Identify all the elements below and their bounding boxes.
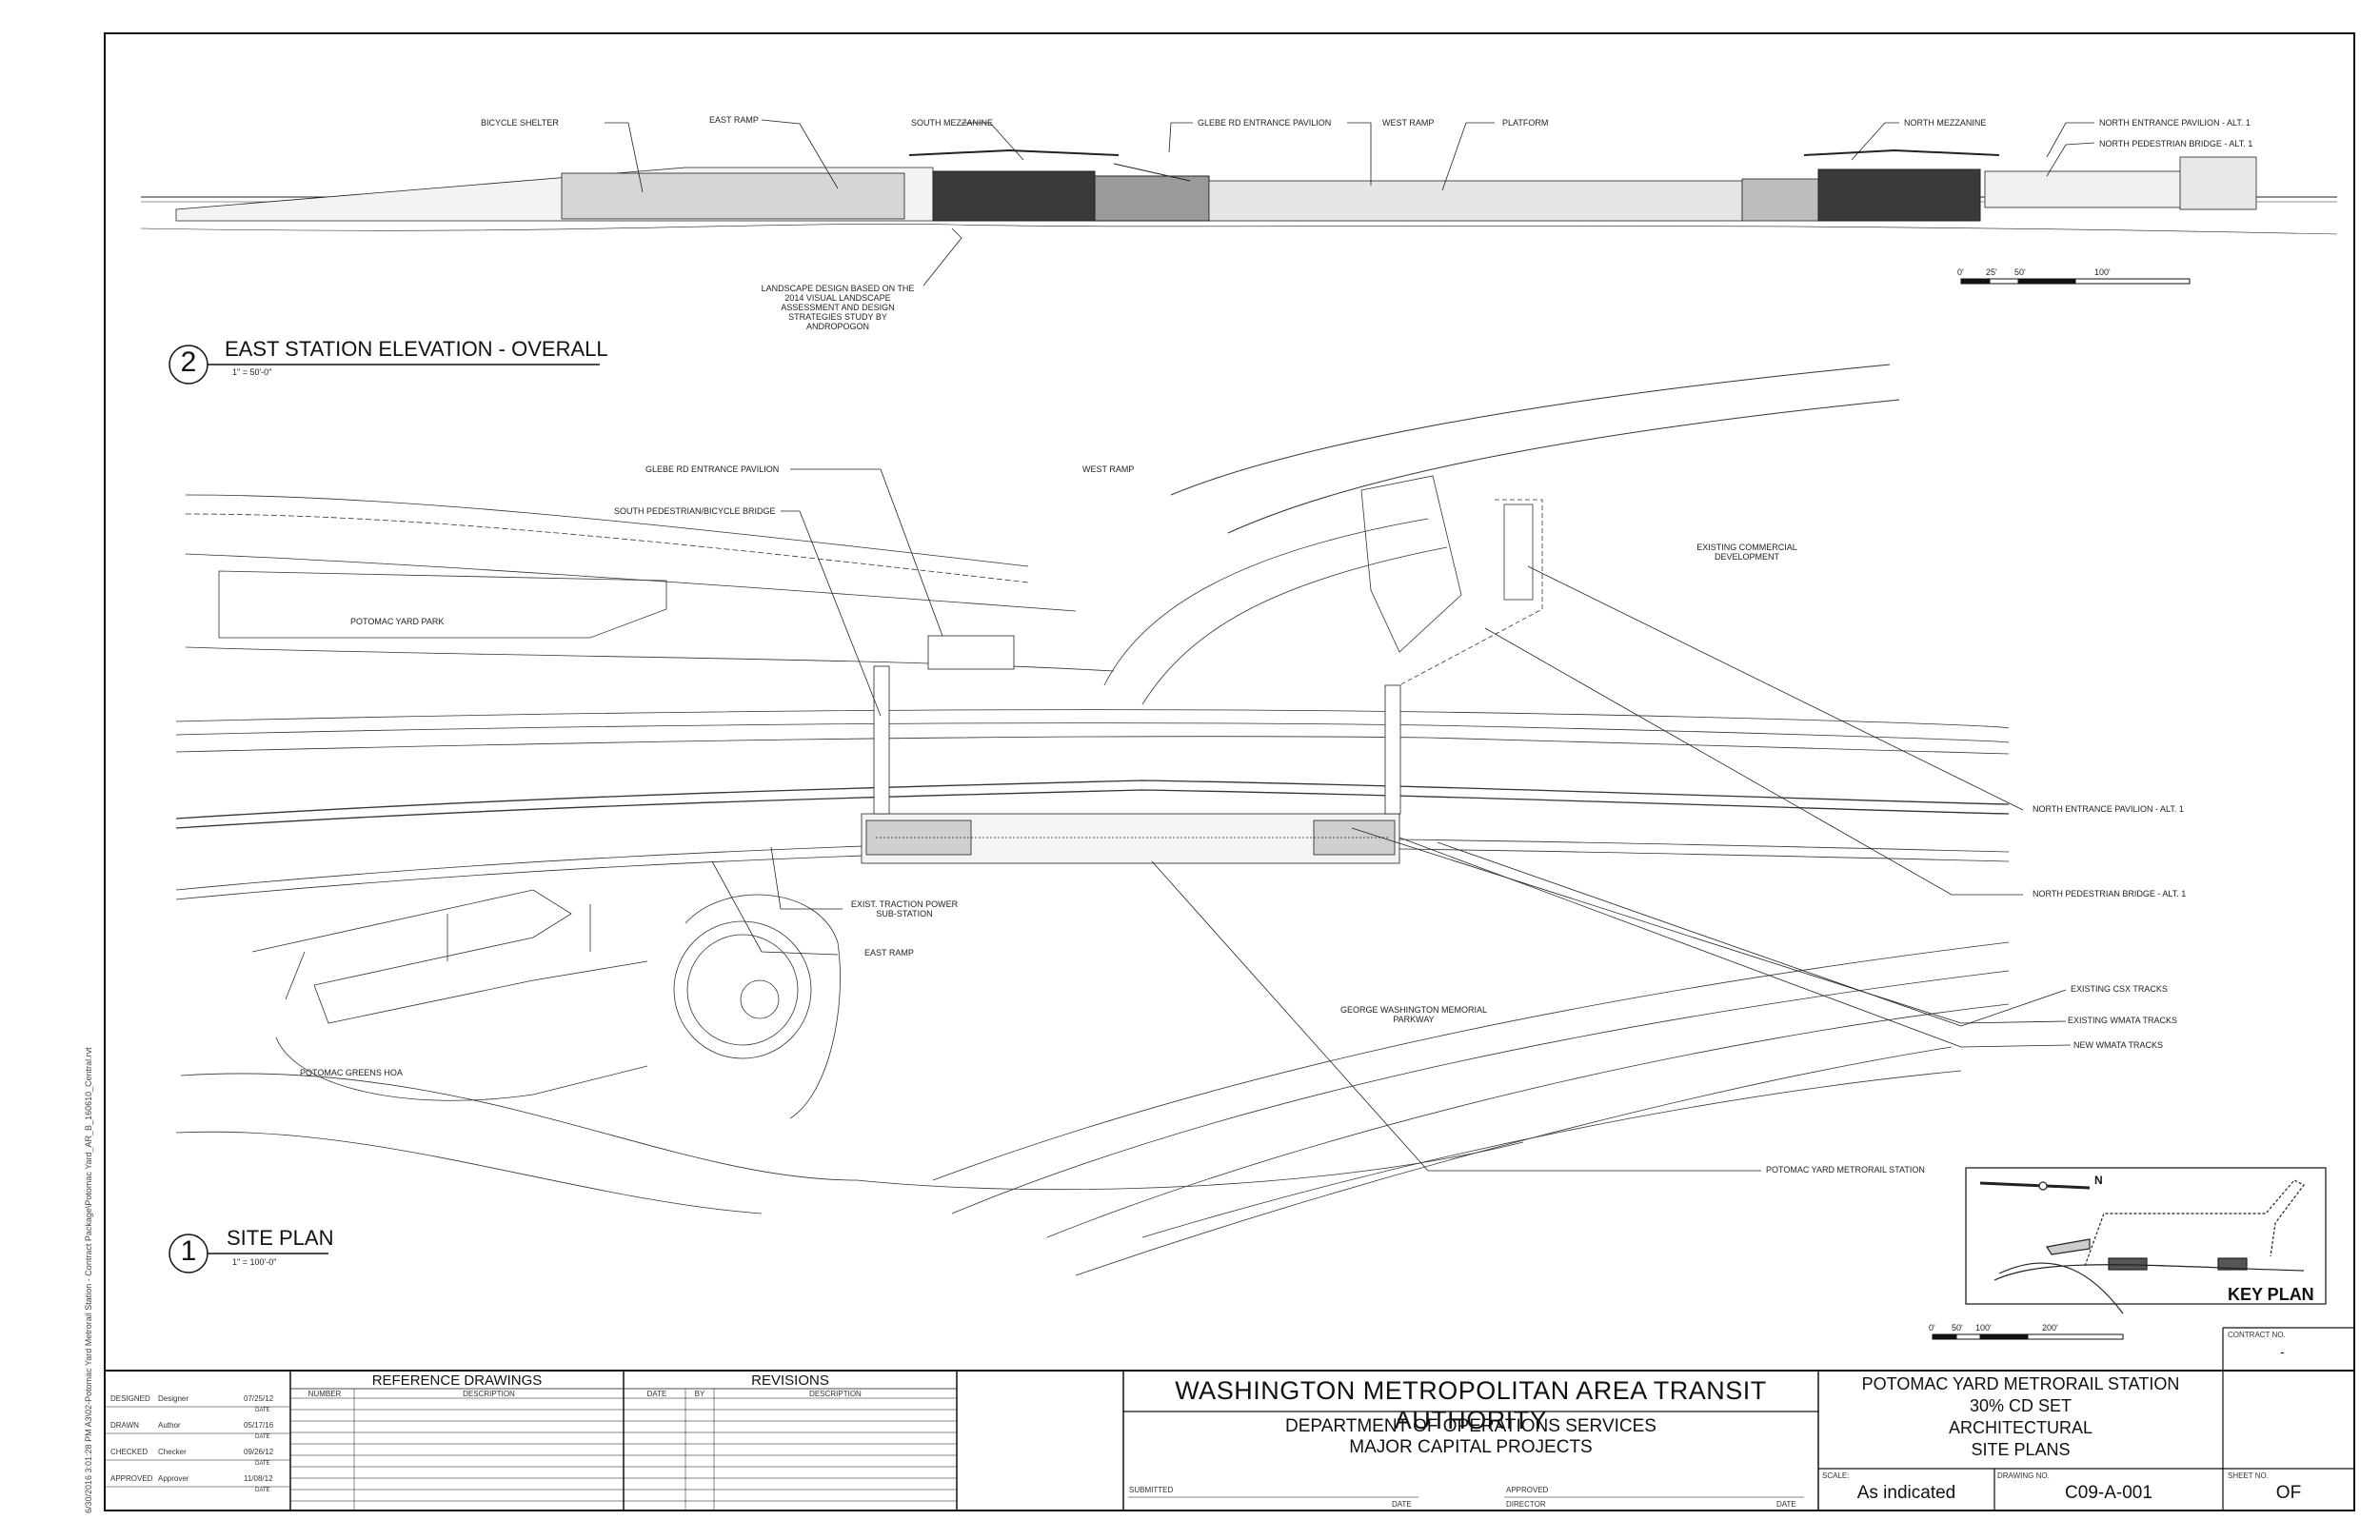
role-drawn-name: Author xyxy=(158,1421,181,1430)
rev-col-by: BY xyxy=(694,1390,705,1398)
submitted-label: SUBMITTED xyxy=(1129,1486,1174,1494)
authority-name: WASHINGTON METROPOLITAN AREA TRANSIT AUT… xyxy=(1175,1376,1767,1434)
scale-value: As indicated xyxy=(1856,1483,1956,1503)
label-wmata-existing: EXISTING WMATA TRACKS xyxy=(2068,1016,2178,1025)
role-designed: DESIGNED xyxy=(110,1394,150,1403)
label-station: POTOMAC YARD METRORAIL STATION xyxy=(1766,1165,1925,1175)
keyplan-drawing xyxy=(1979,1179,2305,1314)
rev-col-description: DESCRIPTION xyxy=(809,1390,862,1398)
plan-scale-50: 50' xyxy=(1952,1323,1963,1333)
role-checked: CHECKED xyxy=(110,1448,149,1456)
elev-scale-25: 25' xyxy=(1986,267,1997,277)
contract-label: CONTRACT NO. xyxy=(2228,1331,2286,1339)
elevation-scale: 1" = 50'-0" xyxy=(232,367,272,377)
role-designed-name: Designer xyxy=(158,1394,189,1403)
project-info: POTOMAC YARD METRORAIL STATION 30% CD SE… xyxy=(1818,1373,2223,1461)
ref-col-number: NUMBER xyxy=(307,1390,342,1398)
label-west-ramp-elev: WEST RAMP xyxy=(1382,118,1435,128)
label-north-bridge-elev: NORTH PEDESTRIAN BRIDGE - ALT. 1 xyxy=(2099,139,2253,148)
keyplan-north: N xyxy=(2094,1174,2103,1187)
sheet-border xyxy=(104,32,2355,1511)
director-label: DIRECTOR xyxy=(1506,1500,1546,1509)
label-csx: EXISTING CSX TRACKS xyxy=(2071,984,2168,994)
scale-label: SCALE: xyxy=(1822,1471,1850,1480)
sheet-no-label: SHEET NO. xyxy=(2228,1471,2269,1480)
approved-label: APPROVED xyxy=(1506,1486,1549,1494)
label-platform: PLATFORM xyxy=(1502,118,1549,128)
drawing-no-value: C09-A-001 xyxy=(2065,1483,2152,1503)
ref-col-description: DESCRIPTION xyxy=(463,1390,515,1398)
siteplan-scalebar xyxy=(1932,1333,2124,1340)
keyplan-frame xyxy=(1965,1167,2327,1305)
role-approved-date: 11/08/12 xyxy=(244,1474,273,1483)
role-approved-name: Approver xyxy=(158,1474,189,1483)
titleblock-grid xyxy=(105,1327,2354,1510)
label-south-bridge: SOUTH PEDESTRIAN/BICYCLE BRIDGE xyxy=(614,506,776,516)
elevation-drawing xyxy=(140,148,2338,235)
role-approved-date-label: DATE xyxy=(255,1488,270,1493)
label-traction: EXIST. TRACTION POWER SUB-STATION xyxy=(850,899,959,918)
label-east-ramp-plan: EAST RAMP xyxy=(864,948,914,958)
siteplan-title: SITE PLAN xyxy=(227,1226,334,1250)
label-north-pavilion-plan: NORTH ENTRANCE PAVILION - ALT. 1 xyxy=(2033,804,2184,814)
label-east-ramp-elev: EAST RAMP xyxy=(709,115,759,125)
plan-scale-0: 0' xyxy=(1929,1323,1935,1333)
contract-value: - xyxy=(2280,1344,2285,1359)
label-parkway: GEORGE WASHINGTON MEMORIAL PARKWAY xyxy=(1339,1005,1487,1024)
role-checked-name: Checker xyxy=(158,1448,187,1456)
role-designed-date-label: DATE xyxy=(255,1408,270,1413)
label-glebe-pavilion-plan: GLEBE RD ENTRANCE PAVILION xyxy=(645,464,780,474)
role-drawn-date-label: DATE xyxy=(255,1434,270,1440)
siteplan-number: 1 xyxy=(180,1235,197,1267)
label-north-mezzanine: NORTH MEZZANINE xyxy=(1904,118,1987,128)
label-greens: POTOMAC GREENS HOA xyxy=(300,1068,403,1077)
project-discipline: ARCHITECTURAL xyxy=(1948,1418,2092,1437)
label-west-ramp-plan: WEST RAMP xyxy=(1082,464,1135,474)
siteplan-drawing xyxy=(175,364,2010,1276)
landscape-note: LANDSCAPE DESIGN BASED ON THE 2014 VISUA… xyxy=(761,284,915,331)
approved-date-label: DATE xyxy=(1776,1500,1796,1509)
project-sheet-title: SITE PLANS xyxy=(1971,1440,2071,1459)
elevation-title: EAST STATION ELEVATION - OVERALL xyxy=(225,337,608,361)
elevation-scalebar xyxy=(1960,278,2191,285)
label-glebe-pavilion-elev: GLEBE RD ENTRANCE PAVILION xyxy=(1198,118,1332,128)
dept-operations: DEPARTMENT OF OPERATIONS SERVICES xyxy=(1285,1416,1656,1436)
elev-scale-100: 100' xyxy=(2094,267,2111,277)
rev-col-date: DATE xyxy=(646,1390,667,1398)
dept-capital: MAJOR CAPITAL PROJECTS xyxy=(1349,1437,1593,1457)
submitted-date-label: DATE xyxy=(1392,1500,1412,1509)
label-bicycle-shelter: BICYCLE SHELTER xyxy=(481,118,559,128)
label-south-mezzanine: SOUTH MEZZANINE xyxy=(911,118,994,128)
drawing-no-label: DRAWING NO. xyxy=(1997,1471,2050,1480)
project-name: POTOMAC YARD METRORAIL STATION xyxy=(1861,1374,2180,1393)
siteplan-leaders xyxy=(711,468,2072,1172)
role-drawn-date: 05/17/16 xyxy=(244,1421,274,1430)
plan-scale-200: 200' xyxy=(2042,1323,2058,1333)
elevation-number: 2 xyxy=(180,346,197,378)
sheet-no-value: OF xyxy=(2275,1483,2302,1503)
elevation-leaders xyxy=(605,119,2095,286)
label-north-bridge-plan: NORTH PEDESTRIAN BRIDGE - ALT. 1 xyxy=(2033,889,2187,898)
role-drawn: DRAWN xyxy=(110,1421,139,1430)
role-checked-date: 09/26/12 xyxy=(244,1448,274,1456)
plan-scale-100: 100' xyxy=(1975,1323,1992,1333)
project-set: 30% CD SET xyxy=(1969,1396,2073,1415)
label-park: POTOMAC YARD PARK xyxy=(350,617,445,626)
role-checked-date-label: DATE xyxy=(255,1461,270,1467)
role-approved: APPROVED xyxy=(110,1474,153,1483)
label-commercial: EXISTING COMMERCIAL DEVELOPMENT xyxy=(1696,543,1797,562)
label-wmata-new: NEW WMATA TRACKS xyxy=(2073,1040,2164,1050)
siteplan-scale: 1" = 100'-0" xyxy=(232,1257,277,1267)
reference-header: REFERENCE DRAWINGS xyxy=(371,1372,543,1389)
revisions-header: REVISIONS xyxy=(751,1372,829,1389)
keyplan-title: KEY PLAN xyxy=(2228,1285,2314,1304)
role-designed-date: 07/25/12 xyxy=(244,1394,274,1403)
label-north-pavilion-elev: NORTH ENTRANCE PAVILION - ALT. 1 xyxy=(2099,118,2251,128)
elev-scale-50: 50' xyxy=(2014,267,2026,277)
elev-scale-0: 0' xyxy=(1957,267,1964,277)
